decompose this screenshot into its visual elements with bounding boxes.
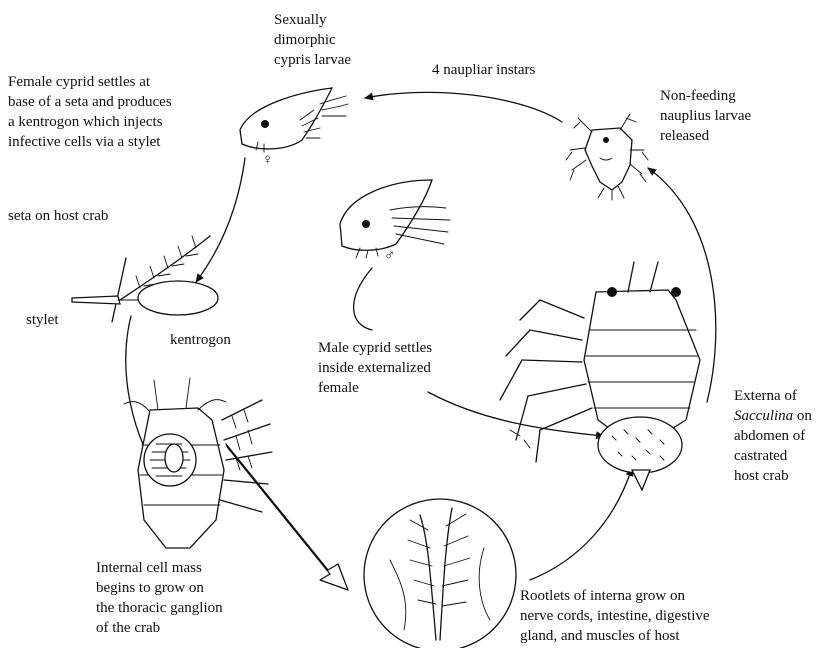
arrow-nauplius-to-cypris [365, 92, 562, 122]
internal-cell-mass-label: Internal cell mass begins to grow on the… [96, 558, 223, 638]
stylet-label: stylet [26, 310, 59, 330]
female-symbol: ♀ [262, 150, 273, 170]
male-symbol: ♂ [384, 246, 395, 266]
rootlets-magnified-illustration [364, 499, 516, 648]
male-cyprid-label: Male cyprid settles inside externalized … [318, 338, 432, 398]
nonfeeding-nauplius-label: Non-feeding nauplius larvae released [660, 86, 751, 146]
externa-prefix: Externa of [734, 388, 797, 404]
externa-genus: Sacculina [734, 408, 793, 424]
seta-kentrogon-illustration [72, 236, 218, 322]
nauplius-larva-illustration [566, 114, 648, 200]
rootlets-label: Rootlets of interna grow on nerve cords,… [520, 586, 710, 646]
arrow-female-cypris-to-seta [196, 158, 245, 282]
seta-on-host-label: seta on host crab [8, 206, 108, 226]
arrow-interna-to-rootlets [226, 444, 348, 590]
female-cyprid-label: Female cyprid settles at base of a seta … [8, 72, 172, 152]
naupliar-instars-label: 4 naupliar instars [432, 60, 535, 80]
crab-with-interna-illustration [124, 378, 272, 548]
host-crab-with-externa-illustration [500, 262, 700, 490]
sexually-dimorphic-label: Sexually dimorphic cypris larvae [274, 10, 351, 70]
kentrogon-label: kentrogon [170, 330, 231, 350]
externa-label: Externa of Sacculina on abdomen of castr… [734, 386, 812, 486]
arrow-rootlets-to-externa [530, 468, 632, 580]
female-cypris-illustration [240, 88, 348, 152]
arrow-male-cypris-to-externa [354, 268, 372, 330]
